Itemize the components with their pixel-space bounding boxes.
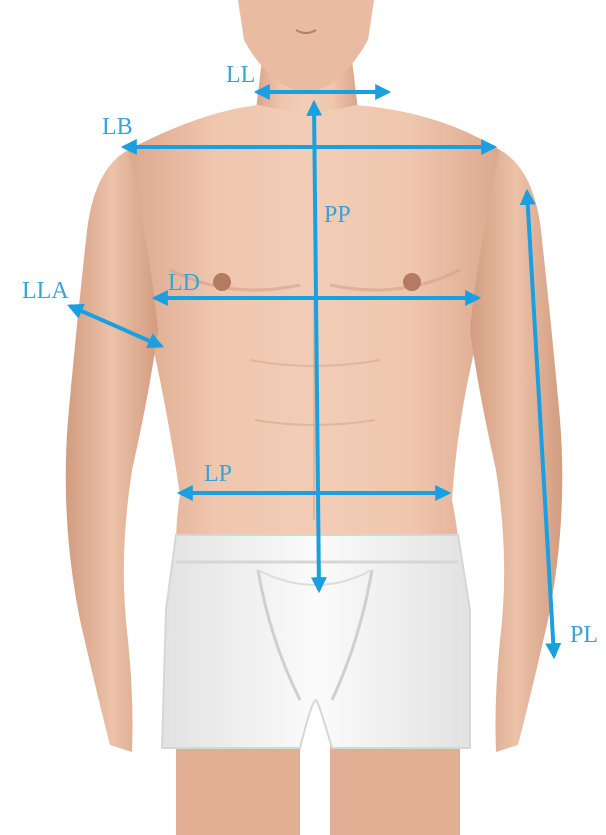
right-arm [470, 150, 562, 752]
right-nipple [403, 273, 421, 291]
underwear [162, 535, 470, 748]
left-arm [66, 150, 158, 752]
label-lp: LP [204, 461, 232, 487]
left-nipple [213, 273, 231, 291]
label-lla: LLA [22, 278, 69, 304]
label-lb: LB [102, 114, 133, 140]
label-ld: LD [168, 270, 200, 296]
label-pl: PL [570, 622, 598, 648]
label-pp: PP [324, 202, 351, 228]
label-ll: LL [226, 62, 255, 88]
